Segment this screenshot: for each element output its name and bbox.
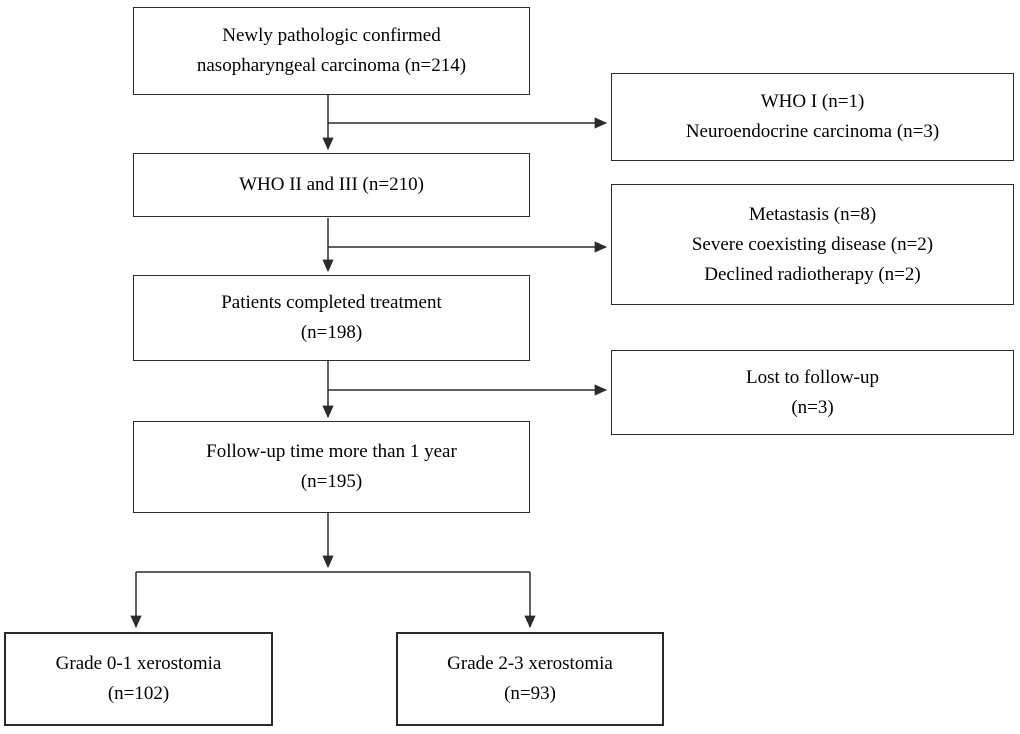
box-text-line: Grade 0-1 xerostomia <box>55 653 222 674</box>
box-completed-treatment: Patients completed treatment (n=198) <box>133 275 530 361</box>
box-text-line: WHO II and III (n=210) <box>239 174 424 195</box>
box-text-line: Newly pathologic confirmed <box>222 25 441 46</box>
box-lost-to-followup: Lost to follow-up (n=3) <box>611 350 1014 435</box>
box-excluded-pathology: WHO I (n=1) Neuroendocrine carcinoma (n=… <box>611 73 1014 161</box>
box-followup-over-1-year: Follow-up time more than 1 year (n=195) <box>133 421 530 513</box>
box-text-line: (n=93) <box>504 683 556 704</box>
box-text-line: (n=102) <box>107 683 170 704</box>
box-text-line: (n=195) <box>300 471 363 492</box>
box-text-line: WHO I (n=1) <box>760 91 865 112</box>
box-text-line: Follow-up time more than 1 year <box>206 441 457 462</box>
box-who-ii-iii: WHO II and III (n=210) <box>133 153 530 217</box>
box-text-line: Declined radiotherapy (n=2) <box>704 263 921 285</box>
box-text-line: Metastasis (n=8) <box>748 203 877 225</box>
box-text-line: Neuroendocrine carcinoma (n=3) <box>685 121 940 142</box>
box-text-line: (n=198) <box>300 322 363 343</box>
box-text-line: Grade 2-3 xerostomia <box>447 653 613 674</box>
box-text-line: Lost to follow-up <box>746 366 879 388</box>
box-enrolled: Newly pathologic confirmed nasopharyngea… <box>133 7 530 95</box>
box-grade-0-1-xerostomia: Grade 0-1 xerostomia (n=102) <box>4 632 273 726</box>
box-text-line: nasopharyngeal carcinoma (n=214) <box>196 55 467 76</box>
box-text-line: (n=3) <box>791 396 834 418</box>
box-grade-2-3-xerostomia: Grade 2-3 xerostomia (n=93) <box>396 632 664 726</box>
box-text-line: Patients completed treatment <box>221 292 442 313</box>
box-text-line: Severe coexisting disease (n=2) <box>691 233 934 255</box>
box-excluded-clinical: Metastasis (n=8) Severe coexisting disea… <box>611 184 1014 305</box>
